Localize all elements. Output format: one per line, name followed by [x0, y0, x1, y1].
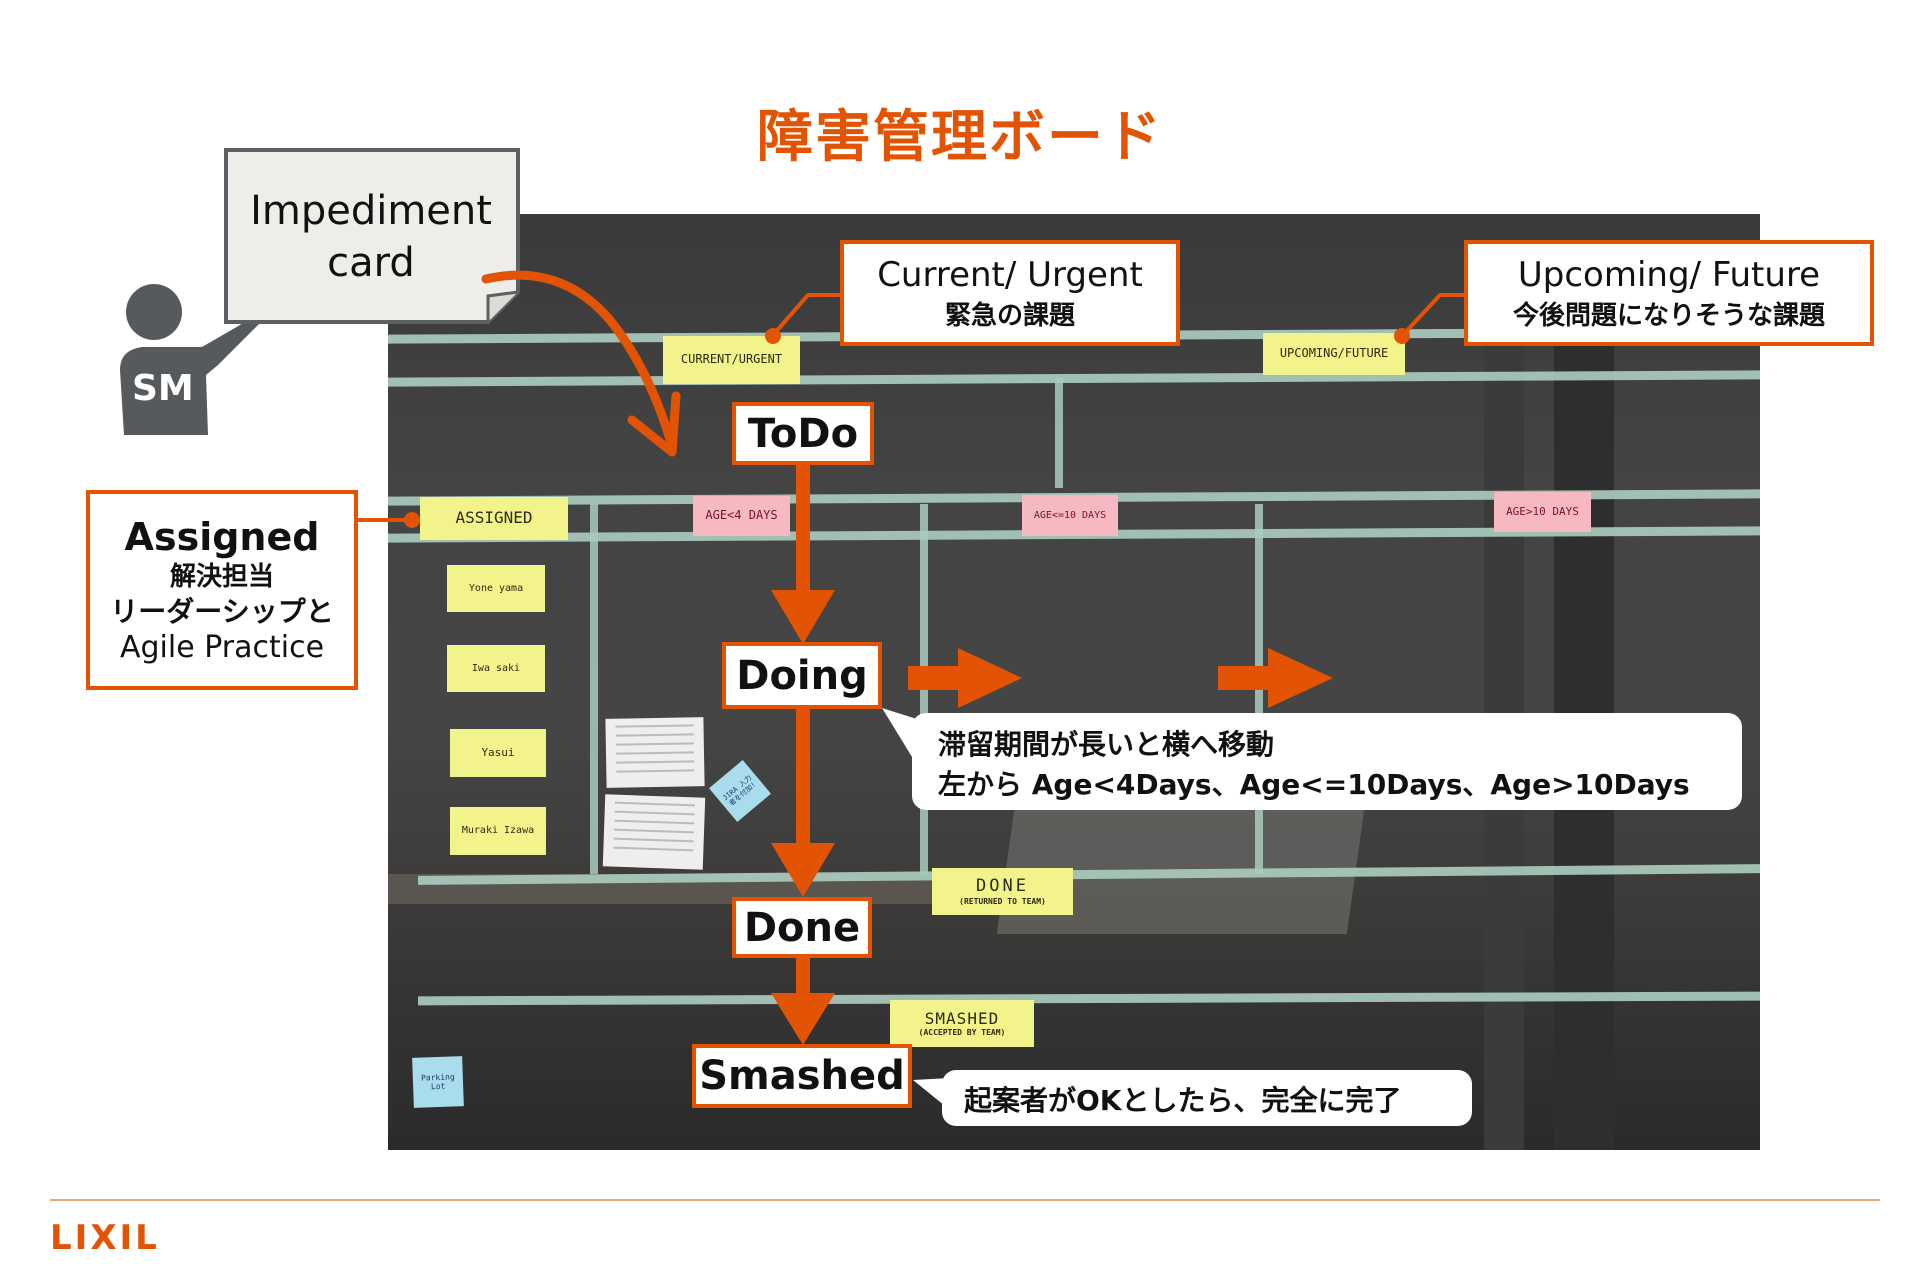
- sticky-assignee: Iwa saki: [447, 645, 545, 692]
- assigned-leader-dot: [404, 512, 420, 528]
- age-move-arrow-right-icon: [908, 648, 1022, 708]
- sm-label: SM: [132, 368, 194, 409]
- smashed-callout: 起案者がOKとしたら、完全に完了: [942, 1070, 1472, 1126]
- tape-column: [1055, 378, 1063, 488]
- sticky-current-urgent: CURRENT/URGENT: [663, 336, 800, 384]
- sticky-done-subtitle: (RETURNED TO TEAM): [959, 896, 1046, 906]
- label-current-urgent: Current/ Urgent 緊急の課題: [840, 240, 1180, 346]
- sticky-age-gt-10: AGE>10 DAYS: [1494, 492, 1591, 532]
- sticky-done-title: DONE: [976, 876, 1029, 897]
- sticky-done: DONE (RETURNED TO TEAM): [932, 868, 1073, 915]
- flow-arrow-down-icon: [771, 708, 835, 897]
- current-leader-dot: [765, 328, 781, 344]
- upcoming-leader-line: [1400, 293, 1464, 338]
- label-assigned-ja2: リーダーシップと: [110, 594, 334, 628]
- label-current-ja: 緊急の課題: [944, 300, 1075, 331]
- stage-smashed: Smashed: [692, 1044, 912, 1108]
- board-photo: CURRENT/URGENT UPCOMING/FUTURE ASSIGNED …: [388, 214, 1760, 1150]
- age-move-arrow-right-icon: [1218, 648, 1333, 708]
- doing-callout-line1: 滞留期間が長いと横へ移動: [938, 728, 1275, 761]
- label-upcoming-en: Upcoming/ Future: [1517, 254, 1821, 295]
- doing-callout: 滞留期間が長いと横へ移動 左から Age<4Days、Age<=10Days、A…: [912, 713, 1742, 810]
- impediment-card: Impediment card: [226, 185, 516, 289]
- sm-body-icon: [120, 307, 268, 435]
- label-upcoming-future: Upcoming/ Future 今後問題になりそうな課題: [1464, 240, 1874, 346]
- impediment-card-line2: card: [327, 240, 415, 286]
- sticky-smashed-subtitle: (ACCEPTED BY TEAM): [918, 1028, 1006, 1038]
- label-assigned-en: Assigned: [124, 514, 320, 559]
- label-assigned-en2: Agile Practice: [119, 629, 325, 665]
- flow-arrow-down-icon: [771, 464, 835, 644]
- sm-head-icon: [126, 284, 182, 340]
- sticky-assigned: ASSIGNED: [420, 497, 568, 540]
- page-title: 障害管理ボード: [757, 105, 1163, 170]
- sticky-smashed-title: SMASHED: [924, 1008, 1000, 1028]
- tape-column: [590, 504, 598, 874]
- label-assigned: Assigned 解決担当 リーダーシップと Agile Practice: [86, 490, 358, 690]
- sticky-smashed: SMASHED (ACCEPTED BY TEAM): [890, 1000, 1034, 1047]
- impediment-card-line1: Impediment: [250, 188, 492, 234]
- label-current-en: Current/ Urgent: [877, 254, 1143, 295]
- doing-callout-line2: 左から Age<4Days、Age<=10Days、Age>10Days: [938, 768, 1690, 801]
- sticky-age-le-10: AGE<=10 DAYS: [1022, 495, 1118, 536]
- doing-callout-tail: [882, 708, 920, 770]
- smashed-callout-tail: [913, 1078, 950, 1110]
- stage-todo: ToDo: [732, 402, 874, 465]
- smashed-callout-text: 起案者がOKとしたら、完全に完了: [964, 1084, 1402, 1117]
- label-upcoming-ja: 今後問題になりそうな課題: [1512, 300, 1825, 331]
- upcoming-leader-dot: [1394, 328, 1410, 344]
- sticky-assignee: Yone yama: [447, 565, 545, 612]
- sticky-assignee: Muraki Izawa: [450, 807, 546, 855]
- current-leader-line: [771, 293, 840, 337]
- stage-done: Done: [732, 897, 872, 958]
- stage-doing: Doing: [722, 642, 882, 709]
- sticky-upcoming-future: UPCOMING/FUTURE: [1263, 333, 1405, 375]
- sticky-age-lt-4: AGE<4 DAYS: [693, 496, 790, 536]
- sm-presenter-figure: [120, 284, 268, 435]
- impediment-card-shape: [224, 148, 520, 324]
- sticky-assignee: Yasui: [450, 729, 546, 777]
- footer-divider: [50, 1199, 1880, 1201]
- flow-arrow-down-icon: [771, 957, 835, 1045]
- label-assigned-ja1: 解決担当: [169, 562, 274, 593]
- lixil-logo: LIXIL: [50, 1218, 160, 1258]
